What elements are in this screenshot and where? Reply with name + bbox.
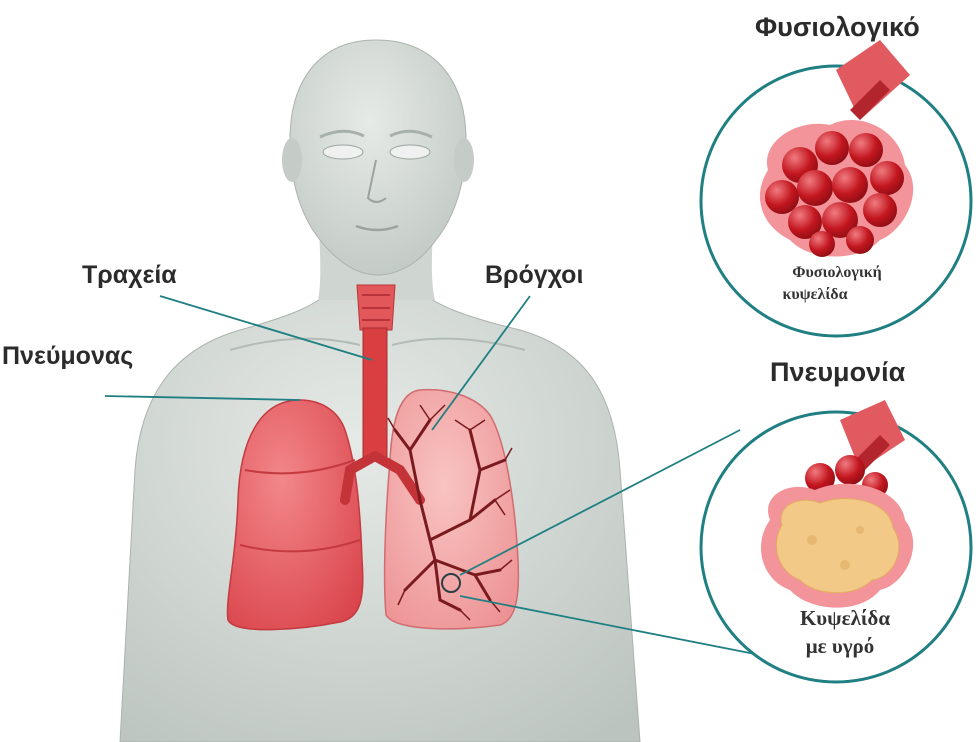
label-lung: Πνεύμονας [2, 342, 133, 371]
head [290, 40, 466, 275]
trachea-tube [363, 328, 387, 458]
label-trachea: Τραχεία [82, 261, 177, 290]
label-pneumonia-heading: Πνευμονία [770, 357, 905, 388]
ear-left [282, 138, 302, 182]
label-bronchi: Βρόγχοι [485, 261, 583, 290]
ear-right [454, 138, 474, 182]
eye-right [390, 145, 430, 159]
eye-left [323, 145, 363, 159]
label-fluid-alveolus-line1: Κυψελίδα [780, 606, 910, 631]
label-normal-heading: Φυσιολογικό [755, 12, 920, 43]
label-normal-alveolus-line1: Φυσιολογική [772, 264, 902, 282]
label-normal-alveolus-line2: κυψελίδα [760, 286, 870, 304]
label-fluid-alveolus-line2: με υγρό [780, 634, 900, 659]
